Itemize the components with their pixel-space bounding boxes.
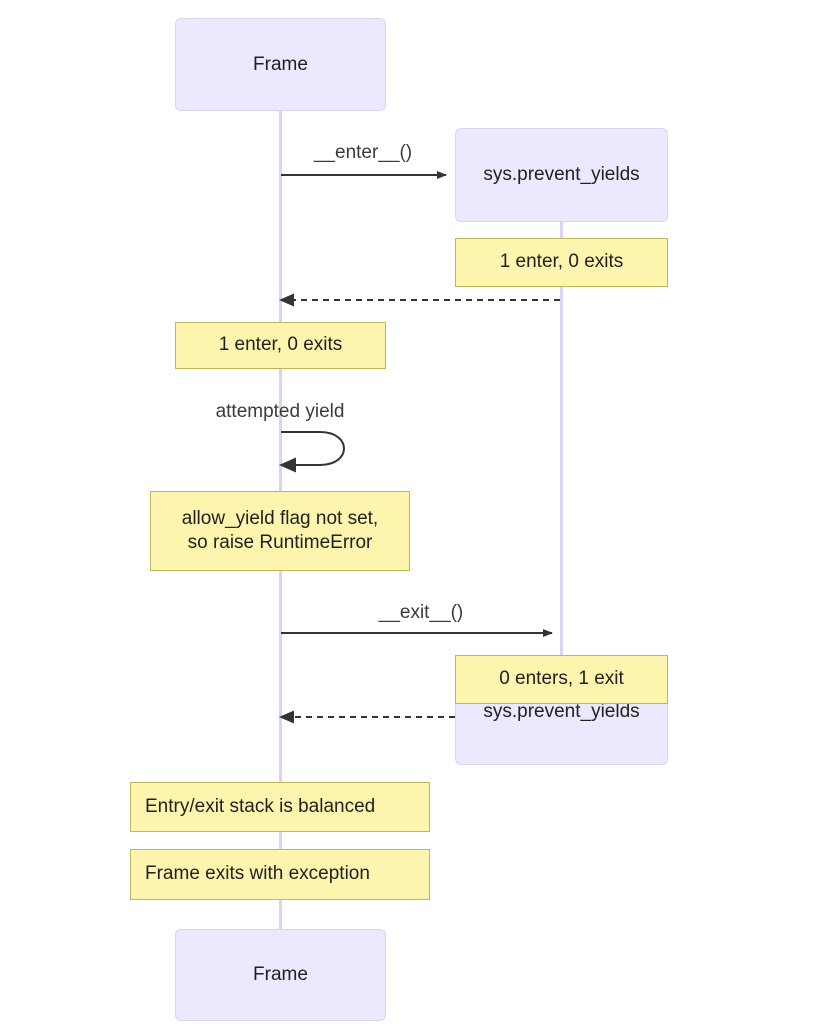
actor-sys-prevent-yields-bottom-label: sys.prevent_yields (483, 701, 640, 722)
note-sys-enter-count: 1 enter, 0 exits (455, 238, 668, 287)
actor-frame-bottom-label: Frame (253, 964, 308, 985)
actor-sys-prevent-yields-top[interactable]: sys.prevent_yields (455, 128, 668, 222)
actor-frame-bottom[interactable]: Frame (175, 929, 386, 1021)
note-raise-runtime-error: allow_yield flag not set, so raise Runti… (150, 491, 410, 571)
actor-frame-top[interactable]: Frame (175, 18, 386, 111)
message-line-attempted-yield (281, 431, 345, 466)
actor-frame-top-label: Frame (253, 53, 308, 75)
message-label-enter: __enter__() (313, 142, 413, 163)
message-label-attempted-yield: attempted yield (215, 401, 345, 422)
message-label-exit: __exit__() (378, 602, 464, 623)
note-stack-balanced: Entry/exit stack is balanced (130, 782, 430, 832)
note-frame-enter-count: 1 enter, 0 exits (175, 322, 386, 369)
note-sys-exit-count: 0 enters, 1 exit (455, 655, 668, 704)
actor-sys-prevent-yields-top-label: sys.prevent_yields (483, 164, 640, 185)
lifeline-sys-prevent-yields (560, 221, 563, 661)
note-frame-exits-exception: Frame exits with exception (130, 849, 430, 900)
